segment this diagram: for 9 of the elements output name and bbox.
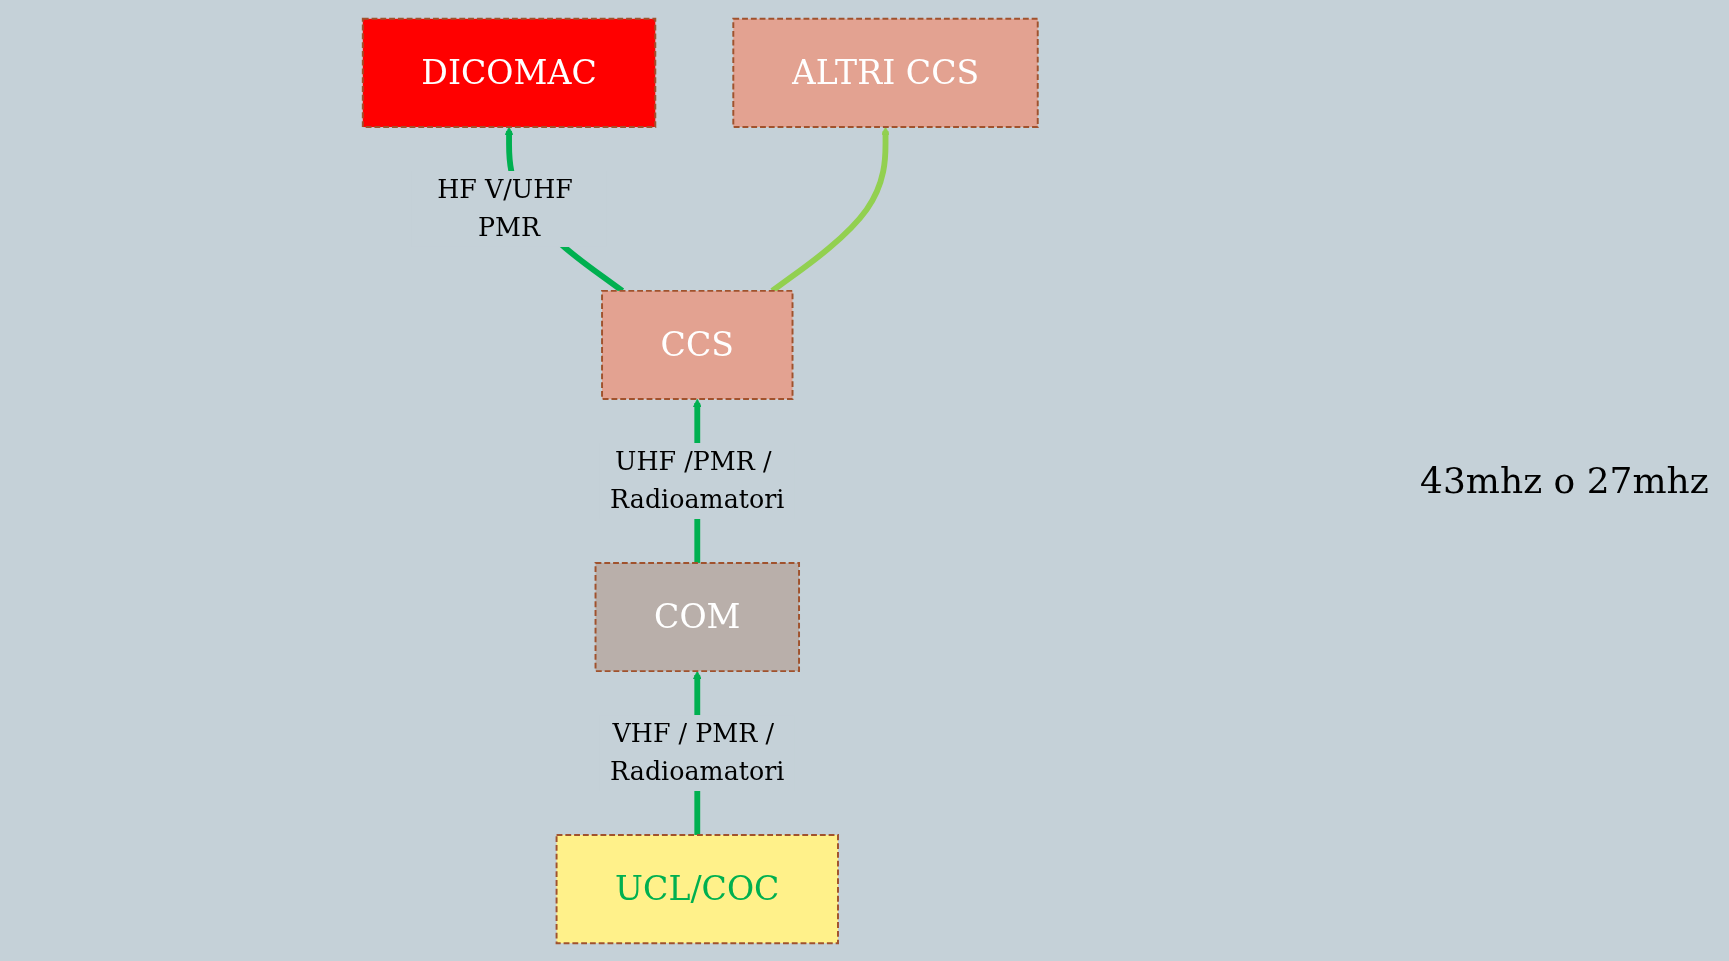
node-box: ALTRI CCS bbox=[732, 17, 1039, 128]
edge-label: HF V/UHF PMR bbox=[436, 174, 573, 242]
frequency-note: 43mhz o 27mhz bbox=[1420, 460, 1710, 501]
edge-label: VHF / PMR / Radioamatori bbox=[609, 718, 785, 786]
node-box: CCS bbox=[600, 289, 794, 400]
node-box: COM bbox=[594, 561, 800, 672]
node-box: DICOMAC bbox=[361, 17, 656, 128]
edge-label: UHF /PMR / Radioamatori bbox=[609, 446, 785, 514]
node-box: UCL/COC bbox=[555, 833, 839, 944]
